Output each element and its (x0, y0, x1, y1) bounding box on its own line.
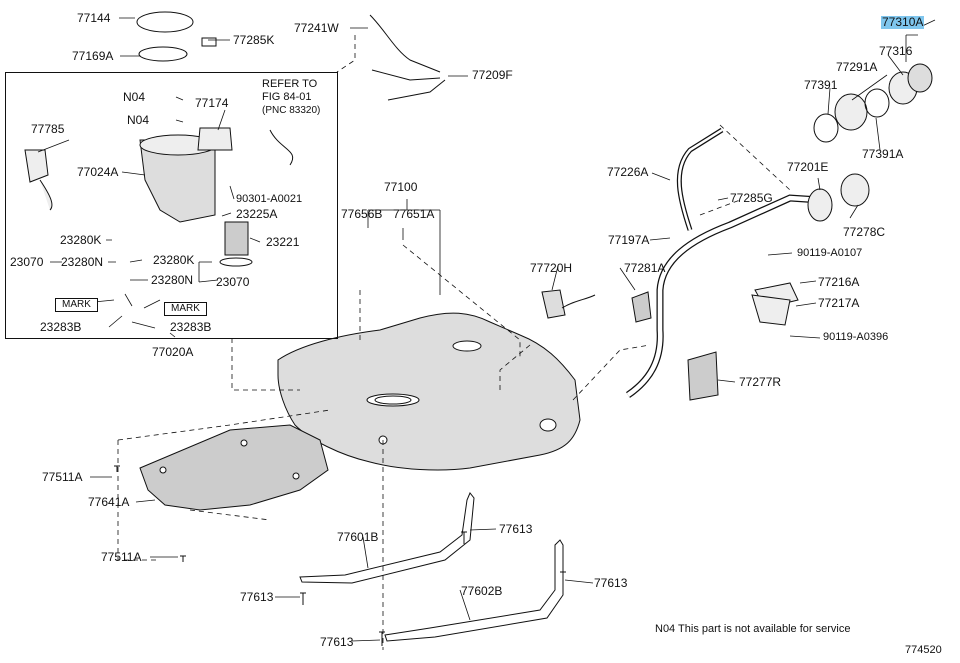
part-label[interactable]: 23070 (216, 275, 250, 289)
protector-77277r (687, 351, 719, 401)
bracket-77217a (751, 294, 791, 326)
part-label[interactable]: 77226A (607, 165, 649, 179)
tank-strap-77602b (384, 539, 564, 642)
clamp-77281a (631, 291, 652, 323)
part-label[interactable]: 77278C (843, 225, 886, 239)
fuel-pump-inset-frame (5, 72, 338, 339)
part-label[interactable]: 77602B (461, 584, 503, 598)
bolt-icons (114, 465, 566, 646)
part-label[interactable]: 77613 (594, 576, 628, 590)
part-label[interactable]: 77391 (804, 78, 838, 92)
part-label[interactable]: 77277R (739, 375, 782, 389)
part-label[interactable]: 77316 (879, 44, 913, 58)
part-label[interactable]: 23280N (151, 273, 194, 287)
part-label[interactable]: N04 (123, 90, 146, 104)
part-label[interactable]: 77285G (730, 191, 773, 205)
gasket-77169a (138, 46, 188, 62)
cap-gasket-77391 (813, 113, 839, 143)
part-label[interactable]: 77601B (337, 530, 379, 544)
part-label[interactable]: 77100 (384, 180, 418, 194)
part-label[interactable]: 77197A (608, 233, 650, 247)
part-label[interactable]: 77785 (31, 122, 65, 136)
part-label[interactable]: 23221 (266, 235, 300, 249)
part-label[interactable]: 77613 (240, 590, 274, 604)
part-label[interactable]: 77651A (393, 207, 435, 221)
pump-23221 (224, 221, 249, 256)
part-label[interactable]: 77281A (624, 261, 666, 275)
part-label[interactable]: 23280N (61, 255, 104, 269)
filler-door-77278c (840, 173, 870, 207)
part-label[interactable]: 23283B (170, 320, 212, 334)
refer-sender (269, 129, 293, 166)
part-label[interactable]: 90119-A0396 (823, 331, 889, 343)
tank-strap-77601b (299, 492, 475, 584)
part-label-highlighted[interactable]: 77310A (881, 15, 925, 29)
vent-hose-77720h (541, 289, 596, 319)
part-label[interactable]: 77209F (472, 68, 513, 82)
footnote: N04 This part is not available for servi… (655, 623, 851, 635)
mark-box: MARK (55, 298, 98, 312)
part-label[interactable]: N04 (127, 113, 150, 127)
part-label[interactable]: 90301-A0021 (236, 193, 303, 205)
wire-harness (369, 14, 446, 101)
part-label[interactable]: 23070 (10, 255, 44, 269)
part-label[interactable]: 77511A (101, 550, 142, 564)
part-label[interactable]: 23280K (153, 253, 195, 267)
part-label[interactable]: 77285K (233, 33, 275, 47)
refer-note: REFER TO FIG 84-01 (PNC 83320) (262, 78, 320, 117)
tank-protector (139, 424, 329, 511)
part-label[interactable]: 77174 (195, 96, 229, 110)
filler-ring-77291a (834, 93, 868, 131)
fuel-filter-77174 (197, 127, 233, 151)
part-label[interactable]: 77169A (72, 49, 114, 63)
part-label[interactable]: 77641A (88, 495, 130, 509)
part-label[interactable]: 77291A (836, 60, 878, 74)
refer-line: (PNC 83320) (262, 105, 321, 116)
connector-77285k (201, 37, 217, 47)
part-label[interactable]: 23283B (40, 320, 82, 334)
part-label[interactable]: 77217A (818, 296, 860, 310)
tank-port (452, 340, 482, 352)
mark-box: MARK (164, 302, 207, 316)
part-label[interactable]: 90119-A0107 (797, 247, 863, 259)
refer-line: REFER TO (262, 78, 318, 90)
part-label[interactable]: 77216A (818, 275, 860, 289)
part-label[interactable]: 77144 (77, 11, 111, 25)
part-label[interactable]: 77613 (499, 522, 533, 536)
part-label[interactable]: 77720H (530, 261, 573, 275)
part-label[interactable]: 77201E (787, 160, 829, 174)
retainer-77144 (136, 11, 194, 33)
refer-line: FIG 84-01 (262, 91, 312, 103)
figure-number: 774520 (905, 644, 942, 656)
part-label[interactable]: 23280K (60, 233, 102, 247)
part-label[interactable]: 77391A (862, 147, 904, 161)
cap-ring-77391a (864, 88, 890, 118)
part-label[interactable]: 77241W (294, 21, 339, 35)
filler-neck (807, 188, 833, 222)
part-label[interactable]: 77511A (42, 470, 83, 484)
part-label[interactable]: 77020A (152, 345, 194, 359)
part-label[interactable]: 77613 (320, 635, 354, 649)
part-label[interactable]: 23225A (236, 207, 278, 221)
part-label[interactable]: 77024A (77, 165, 119, 179)
part-label[interactable]: 77656B (341, 207, 383, 221)
sender-77785 (24, 149, 53, 211)
